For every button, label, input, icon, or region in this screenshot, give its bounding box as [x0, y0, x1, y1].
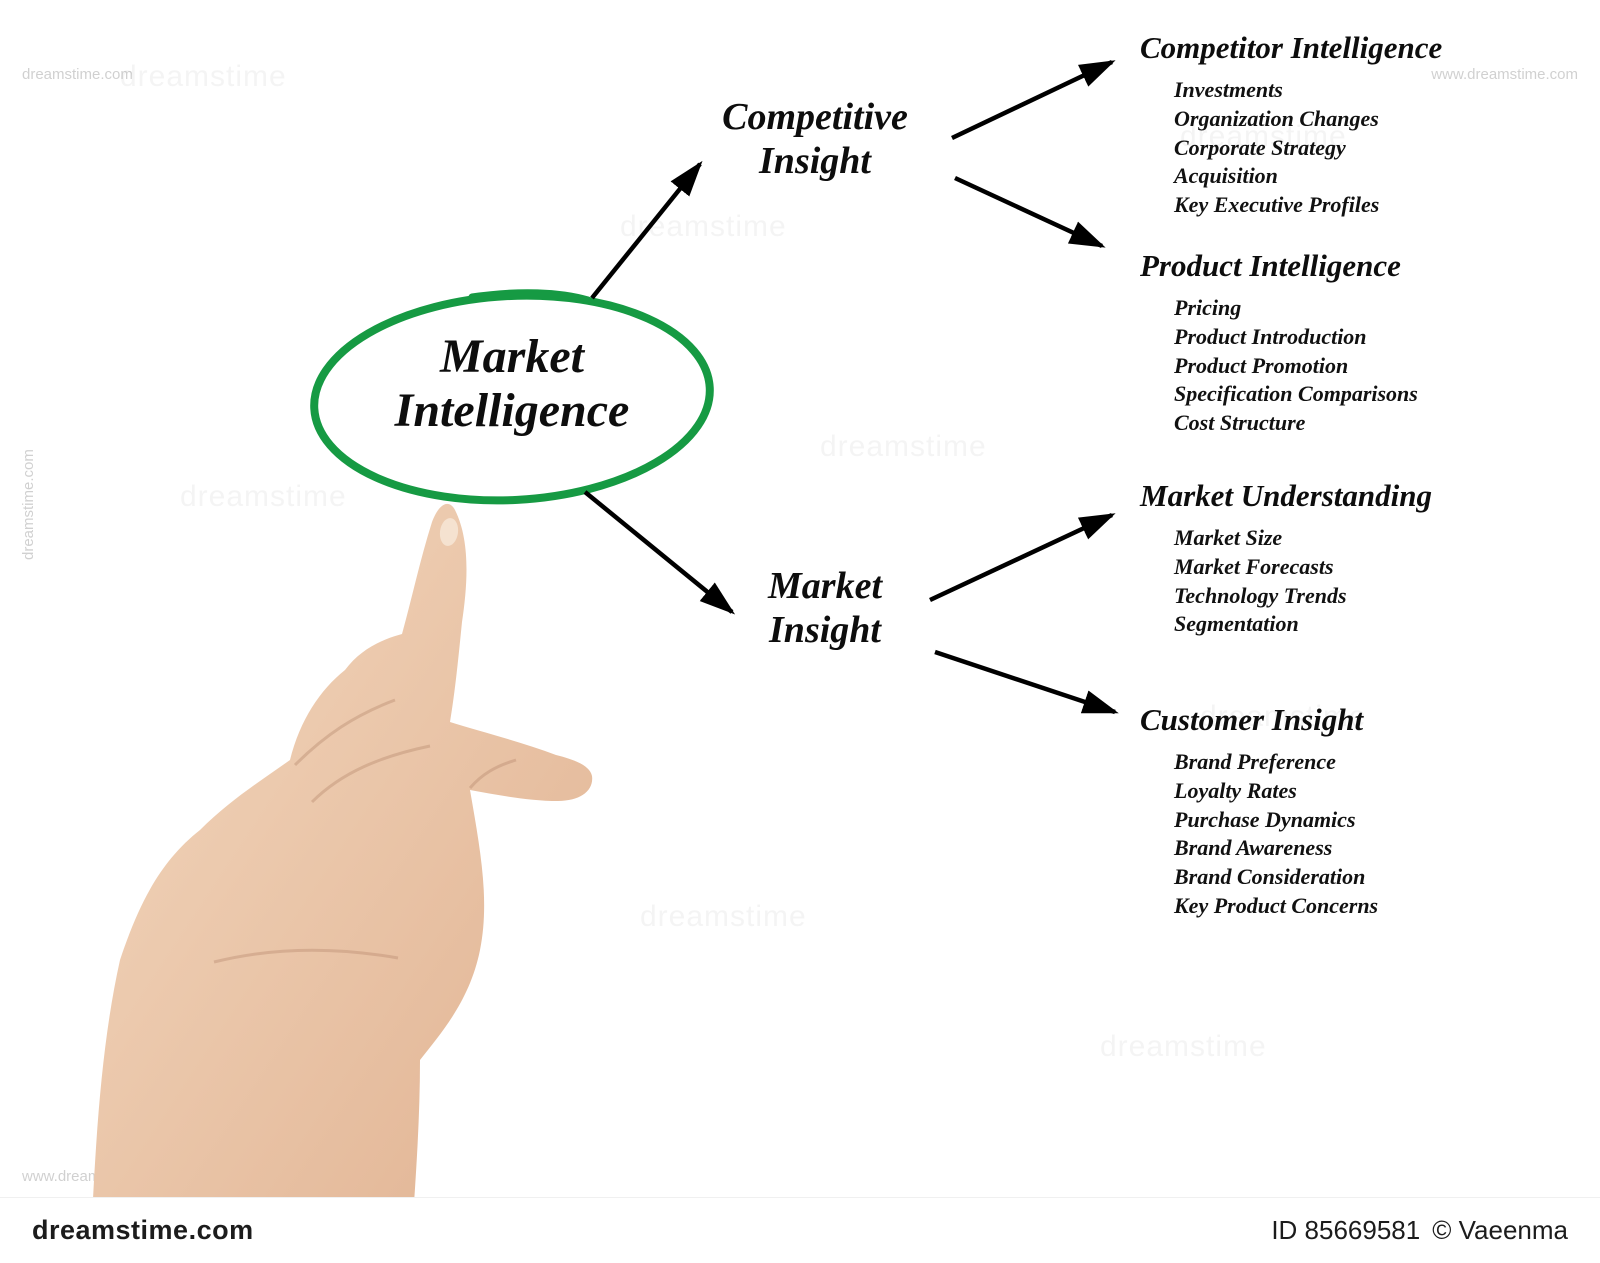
list-item: Brand Preference [1174, 749, 1336, 774]
node-line-1: Competitive [722, 96, 908, 138]
group-product-intelligence: Product Intelligence Pricing Product Int… [1140, 248, 1570, 438]
center-node-market-intelligence: Market Intelligence [332, 330, 692, 438]
list-item: Purchase Dynamics [1174, 806, 1356, 832]
list-item: Specification Comparisons [1174, 381, 1418, 407]
watermark-tile: dreamstime [220, 1090, 387, 1123]
list-item: Corporate Strategy [1174, 134, 1346, 160]
group-competitor-intelligence: Competitor Intelligence Investments Orga… [1140, 30, 1570, 220]
list-item: Brand Awareness [1174, 835, 1333, 861]
group-item-list: Brand Preference Loyalty Rates Purchase … [1174, 748, 1570, 921]
arrow-competitive-to-competitor [951, 59, 1116, 141]
list-item: Brand Consideration [1174, 864, 1366, 890]
arrow-competitive-to-product [954, 175, 1106, 249]
list-item: Loyalty Rates [1174, 777, 1297, 803]
image-attribution: ID 85669581 © Vaeenma [1271, 1215, 1568, 1246]
center-line-2: Intelligence [394, 383, 630, 437]
dreamstime-logo-text: dreamstime.com [32, 1215, 254, 1245]
list-item: Product Introduction [1174, 323, 1367, 349]
group-item-list: Pricing Product Introduction Product Pro… [1174, 294, 1570, 438]
node-line-2: Insight [759, 139, 871, 182]
image-id: ID 85669581 [1271, 1215, 1421, 1245]
fingernail [439, 518, 459, 546]
watermark-tile: dreamstime [640, 900, 807, 933]
list-item: Product Promotion [1174, 352, 1349, 378]
group-title: Customer Insight [1140, 702, 1364, 737]
node-market-insight: Market Insight [725, 565, 925, 652]
watermark-tile: dreamstime [620, 210, 787, 243]
stock-footer-bar: dreamstime.com ID 85669581 © Vaeenma [0, 1197, 1600, 1263]
watermark-tile: dreamstime [820, 430, 987, 463]
group-title: Product Intelligence [1140, 248, 1401, 283]
node-competitive-insight: Competitive Insight [690, 96, 940, 183]
edge-watermark: www.dreamstime.com [22, 1168, 169, 1185]
list-item: Technology Trends [1174, 582, 1347, 608]
arrow-center-to-market [583, 490, 736, 615]
edge-watermark: dreamstime.com [20, 449, 37, 560]
group-item-list: Market Size Market Forecasts Technology … [1174, 524, 1570, 639]
list-item: Market Size [1174, 525, 1283, 550]
list-item: Key Executive Profiles [1174, 192, 1380, 218]
arrow-market-to-understanding [929, 512, 1116, 603]
list-item: Organization Changes [1174, 105, 1379, 131]
group-title: Market Understanding [1140, 478, 1432, 513]
arrow-center-to-competitive [590, 160, 703, 300]
author-credit: © Vaeenma [1432, 1215, 1568, 1245]
node-line-1: Market [768, 565, 882, 607]
edge-watermark: dreamstime.com [22, 66, 133, 83]
node-line-2: Insight [769, 608, 881, 651]
watermark-tile: dreamstime [1100, 1030, 1267, 1063]
center-line-1: Market [440, 330, 584, 383]
pointing-hand-photo [90, 503, 593, 1263]
list-item: Acquisition [1174, 163, 1278, 189]
list-item: Investments [1174, 77, 1283, 102]
watermark-tile: dreamstime [180, 480, 347, 513]
list-item: Segmentation [1174, 611, 1299, 637]
group-customer-insight: Customer Insight Brand Preference Loyalt… [1140, 702, 1570, 921]
watermark-tile: dreamstime [120, 60, 287, 93]
group-item-list: Investments Organization Changes Corpora… [1174, 76, 1570, 220]
group-title: Competitor Intelligence [1140, 30, 1443, 65]
list-item: Pricing [1174, 295, 1242, 320]
list-item: Market Forecasts [1174, 553, 1334, 579]
list-item: Key Product Concerns [1174, 893, 1379, 919]
group-market-understanding: Market Understanding Market Size Market … [1140, 478, 1570, 639]
list-item: Cost Structure [1174, 410, 1306, 436]
arrow-market-to-customer [934, 649, 1119, 715]
